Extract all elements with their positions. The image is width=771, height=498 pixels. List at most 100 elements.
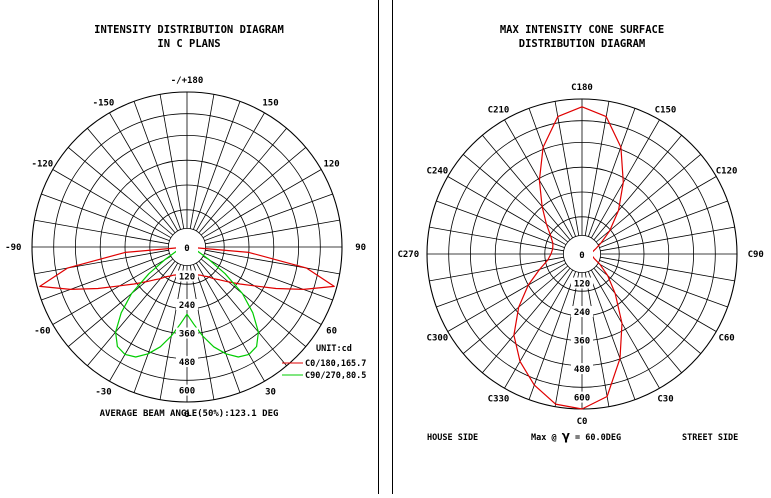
c-plane-label-C300: C300: [427, 334, 449, 344]
intensity-distribution-chart: INTENSITY DISTRIBUTION DIAGRAM IN C PLAN…: [5, 24, 366, 420]
panel-divider-right: [392, 0, 393, 494]
grid-spoke: [193, 264, 241, 393]
c-plane-label-C0: C0: [577, 417, 588, 427]
radial-label-360: 360: [574, 337, 590, 347]
radial-label-0: 0: [184, 244, 189, 254]
grid-spoke: [159, 265, 185, 400]
grid-spoke: [202, 169, 322, 239]
grid-spoke: [436, 200, 565, 248]
grid-spoke: [41, 193, 170, 241]
grid-spoke: [447, 262, 567, 332]
cone-surface-chart: MAX INTENSITY CONE SURFACE DISTRIBUTION …: [397, 24, 764, 443]
angle-label-150: 150: [262, 98, 278, 108]
grid-spoke: [34, 219, 169, 245]
grid-spoke: [588, 271, 636, 400]
radial-label-bg: [176, 299, 198, 311]
radial-label-360: 360: [179, 330, 195, 340]
c-plane-label-C150: C150: [655, 105, 677, 115]
grid-spoke: [584, 272, 610, 407]
grid-spoke: [436, 260, 565, 308]
radial-label-480: 480: [179, 358, 195, 368]
grid-spoke: [34, 249, 169, 275]
grid-spoke: [205, 219, 340, 245]
street-side-label: STREET SIDE: [682, 433, 738, 443]
radial-label-bg: [176, 242, 198, 253]
series-curve-1: [115, 246, 259, 358]
radial-label-240: 240: [574, 308, 590, 318]
grid-spoke: [482, 135, 571, 241]
max-at-prefix: Max @: [531, 433, 562, 443]
grid-spoke: [447, 176, 567, 246]
radial-label-bg: [176, 327, 198, 339]
c-plane-label-C210: C210: [488, 105, 510, 115]
grid-spoke: [429, 226, 564, 252]
angle-label-90: 90: [355, 243, 366, 253]
chart-title-line-2: DISTRIBUTION DIAGRAM: [519, 38, 645, 50]
grid-spoke: [504, 269, 574, 389]
c-plane-label-C180: C180: [571, 83, 593, 93]
grid-spoke: [195, 262, 265, 382]
unit-label: UNIT:cd: [316, 344, 352, 354]
grid-spoke: [597, 262, 717, 332]
grid-spoke: [204, 253, 333, 301]
grid-spoke: [109, 112, 179, 232]
right-chart-panel: MAX INTENSITY CONE SURFACE DISTRIBUTION …: [392, 0, 771, 494]
c-plane-label-C90: C90: [748, 250, 764, 260]
angle-label-120: 120: [323, 160, 339, 170]
grid-spoke: [204, 193, 333, 241]
grid-spoke: [554, 272, 580, 407]
c-plane-label-C30: C30: [657, 395, 673, 405]
radial-label-bg: [571, 277, 593, 289]
angle-label-60: -60: [34, 327, 50, 337]
grid-spoke: [597, 176, 717, 246]
angle-label-60: 60: [326, 327, 337, 337]
radial-label-240: 240: [179, 301, 195, 311]
legend-label-c0: C0/180,165.7: [305, 359, 366, 369]
chart-title-line-1: INTENSITY DISTRIBUTION DIAGRAM: [94, 24, 284, 36]
grid-spoke: [584, 101, 610, 236]
panel-divider-left: [378, 0, 379, 494]
radial-label-480: 480: [574, 365, 590, 375]
grid-spoke: [198, 128, 287, 234]
grid-spoke: [133, 264, 181, 393]
grid-spoke: [595, 154, 701, 243]
grid-spoke: [52, 169, 172, 239]
c-plane-label-C330: C330: [488, 395, 510, 405]
grid-spoke: [68, 258, 174, 347]
grid-spoke: [429, 256, 564, 282]
grid-spoke: [202, 255, 322, 325]
radial-label-bg: [571, 391, 593, 403]
radial-label-bg: [176, 270, 198, 282]
radial-label-bg: [176, 356, 198, 368]
grid-spoke: [504, 119, 574, 239]
grid-spoke: [200, 258, 306, 347]
grid-spoke: [599, 200, 728, 248]
left-chart-panel: INTENSITY DISTRIBUTION DIAGRAM IN C PLAN…: [0, 0, 378, 494]
grid-spoke: [41, 253, 170, 301]
c-plane-label-C270: C270: [397, 250, 419, 260]
beam-angle-footer: AVERAGE BEAM ANGLE(50%):123.1 DEG: [100, 409, 279, 419]
grid-spoke: [189, 265, 215, 400]
grid-spoke: [593, 135, 682, 241]
grid-spoke: [205, 249, 340, 275]
radial-label-0: 0: [579, 251, 584, 261]
max-at-label: Max @ γ = 60.0DEG: [531, 429, 621, 443]
grid-spoke: [463, 154, 569, 243]
grid-spoke: [595, 265, 701, 354]
radial-label-bg: [176, 384, 198, 396]
grid-spoke: [528, 108, 576, 237]
c-plane-label-C120: C120: [716, 167, 738, 177]
c-plane-label-C240: C240: [427, 167, 449, 177]
grid-spoke: [68, 147, 174, 236]
grid-spoke: [600, 256, 735, 282]
grid-spoke: [52, 255, 172, 325]
grid-spoke: [195, 112, 265, 232]
grid-spoke: [463, 265, 569, 354]
angle-label-30: -30: [95, 388, 111, 398]
grid-spoke: [193, 101, 241, 230]
angle-label-90: -90: [5, 243, 21, 253]
grid-spoke: [200, 147, 306, 236]
radial-label-600: 600: [179, 387, 195, 397]
c-plane-label-C60: C60: [718, 334, 734, 344]
legend-label-c90: C90/270,80.5: [305, 371, 366, 381]
